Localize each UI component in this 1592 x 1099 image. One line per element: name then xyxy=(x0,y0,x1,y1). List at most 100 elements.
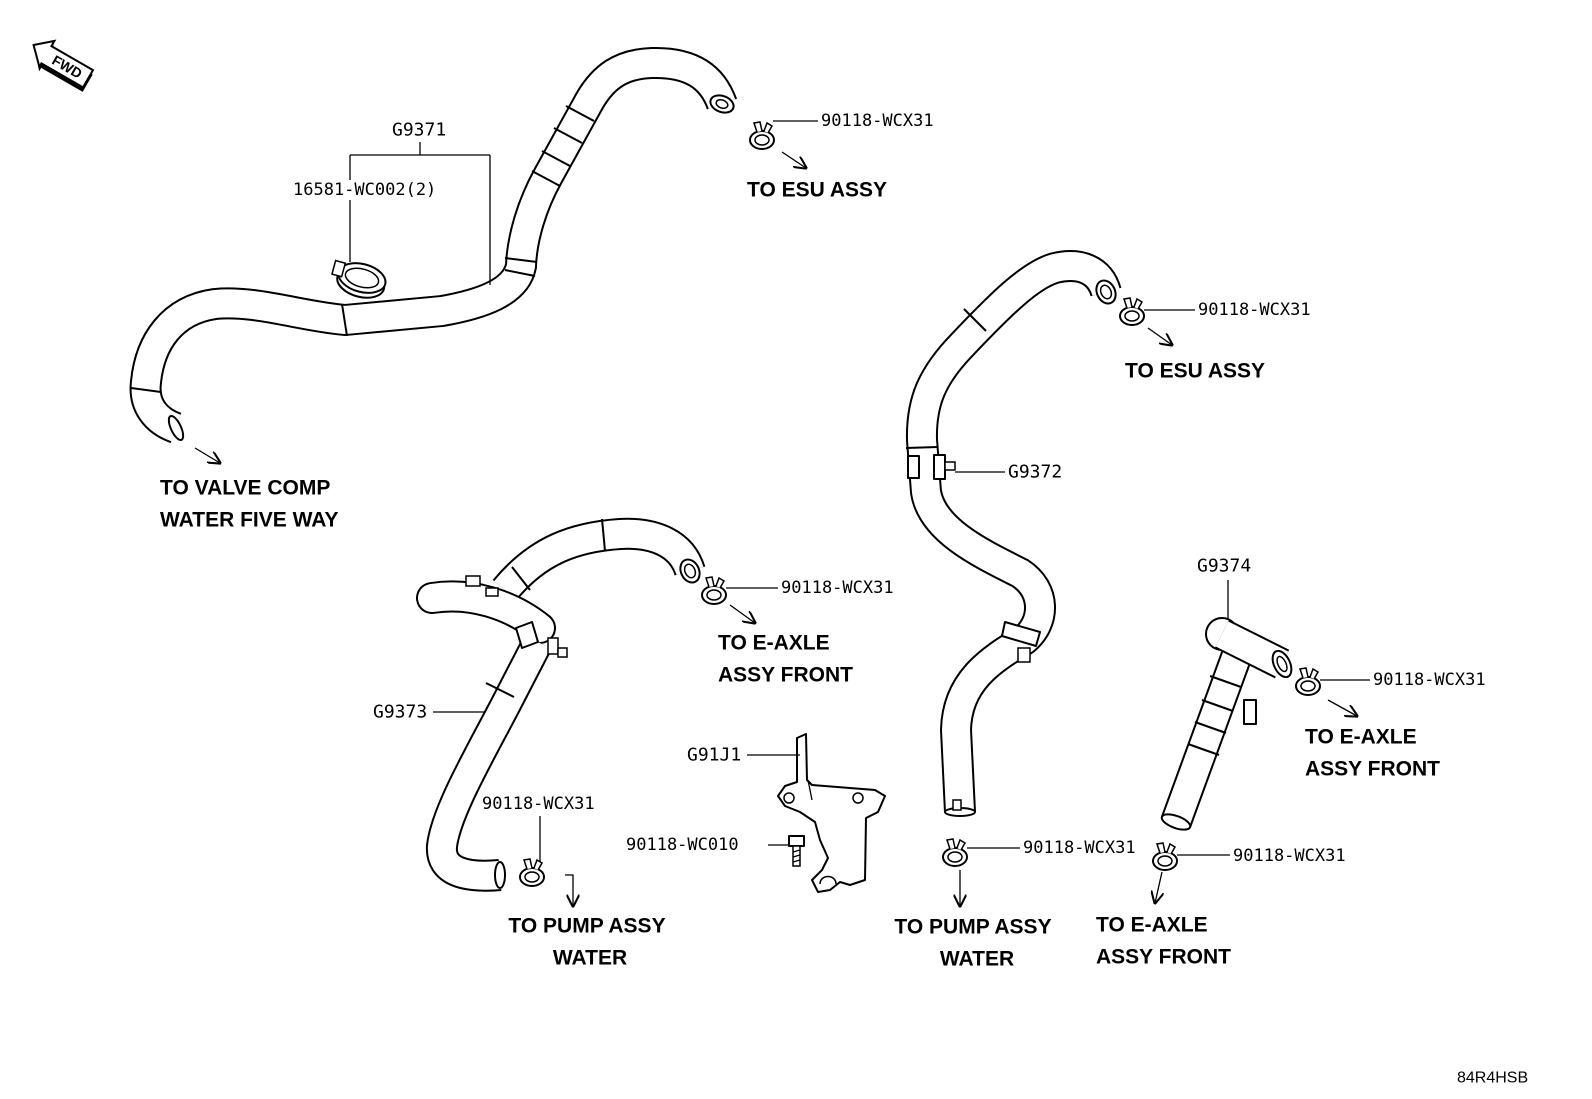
clamp-tab xyxy=(331,259,347,278)
hose-clip-icon xyxy=(942,838,968,867)
part-number-g9373: G9373 xyxy=(373,702,427,723)
destination-label: TO PUMP ASSY xyxy=(508,915,665,938)
hose-g9371 xyxy=(131,63,736,442)
joint-band xyxy=(504,269,536,277)
pipe-stub xyxy=(485,587,499,597)
leader-g9371 xyxy=(349,142,491,285)
direction-arrow xyxy=(1327,699,1357,716)
clamp-ring-inner xyxy=(344,267,380,289)
hose-opening xyxy=(167,415,185,441)
hose-g9374 xyxy=(1160,617,1295,833)
sleeve-band xyxy=(531,170,561,187)
sleeve-band xyxy=(1201,699,1234,712)
hose-fitting xyxy=(1017,647,1031,663)
direction-arrow xyxy=(1155,871,1162,903)
direction-arrow xyxy=(1147,327,1172,345)
hose-clip-icon xyxy=(749,121,775,150)
destination-label: WATER xyxy=(553,947,627,970)
reference-code: 84R4HSB xyxy=(1457,1070,1528,1087)
hose-body xyxy=(442,642,538,876)
bracket-hole xyxy=(852,792,864,804)
destination-label: TO PUMP ASSY xyxy=(894,916,1051,939)
segment-line xyxy=(601,518,606,552)
segment-line xyxy=(341,303,348,337)
destination-label: TO E-AXLE xyxy=(1096,914,1208,937)
bracket-slot xyxy=(819,875,837,885)
direction-arrow xyxy=(781,151,806,168)
hose-g9373 xyxy=(432,519,703,888)
bolt-thread xyxy=(792,849,801,853)
hose-clip-marker xyxy=(547,637,559,655)
destination-label: TO ESU ASSY xyxy=(747,179,887,202)
destination-label: TO E-AXLE xyxy=(718,632,830,655)
segment-line xyxy=(963,308,987,332)
hose-clip-stub xyxy=(944,461,956,471)
hose-clip-marker xyxy=(907,455,920,479)
joint-band xyxy=(504,257,538,263)
forward-arrow-body xyxy=(32,39,95,89)
sleeve-band xyxy=(565,105,595,122)
destination-label: WATER FIVE WAY xyxy=(160,509,339,532)
bracket-hole xyxy=(783,792,795,804)
clip-part-number: 90118-WCX31 xyxy=(1233,846,1346,866)
bracket-plate xyxy=(777,733,886,893)
hose-body xyxy=(1176,652,1238,822)
hose-clip-icon xyxy=(1295,667,1321,696)
hose-opening xyxy=(1160,813,1192,831)
clip-part-number: 90118-WCX31 xyxy=(1373,670,1486,690)
bolt-head xyxy=(788,835,805,847)
clip-part-number: 90118-WCX31 xyxy=(821,111,934,131)
part-number-g9374: G9374 xyxy=(1197,556,1251,577)
direction-arrow xyxy=(565,874,573,906)
bolt-thread xyxy=(792,854,801,858)
hose-clip-icon xyxy=(1119,297,1145,326)
bracket-fold xyxy=(807,779,813,801)
hose-g9372 xyxy=(906,266,1119,816)
sleeve-band xyxy=(541,150,571,167)
sleeve-band xyxy=(553,127,583,144)
hose-outline xyxy=(146,63,722,428)
clip-part-number: 90118-WCX31 xyxy=(1023,838,1136,858)
segment-line xyxy=(130,387,162,393)
direction-arrow xyxy=(729,604,755,623)
destination-label: ASSY FRONT xyxy=(718,664,853,687)
joint-band xyxy=(1001,621,1041,647)
hose-opening-inner xyxy=(1276,655,1288,673)
part-number-bolt: 90118-WC010 xyxy=(626,835,739,855)
destination-label: TO ESU ASSY xyxy=(1125,360,1265,383)
hose-clip-icon xyxy=(701,576,727,605)
hose-body xyxy=(922,266,1106,812)
sleeve-band xyxy=(1187,743,1220,756)
bracket-g91j1 xyxy=(777,733,886,893)
hose-opening-inner xyxy=(683,563,697,579)
hose-clip-marker xyxy=(515,621,539,649)
hose-clamp-icon xyxy=(331,259,387,299)
sleeve-band xyxy=(1194,721,1227,734)
hose-end-notch xyxy=(952,799,962,811)
clip-part-number: 90118-WCX31 xyxy=(781,578,894,598)
destination-label: ASSY FRONT xyxy=(1096,946,1231,969)
clip-part-number: 90118-WCX31 xyxy=(1198,300,1311,320)
hose-opening-inner xyxy=(715,98,729,110)
hose-body xyxy=(146,63,722,428)
segment-line xyxy=(905,446,939,449)
hose-opening-inner xyxy=(1099,284,1113,300)
hose-fitting xyxy=(557,647,568,658)
forward-arrow-icon: FWD xyxy=(32,39,95,92)
hose-clip-icon xyxy=(1152,842,1178,871)
hose-clip-icon xyxy=(519,858,545,887)
segment-line xyxy=(485,682,515,698)
pipe-stub xyxy=(465,575,481,587)
direction-arrow xyxy=(194,447,220,463)
part-number-g9372: G9372 xyxy=(1008,462,1062,483)
hose-opening xyxy=(494,861,506,889)
bolt-thread xyxy=(792,859,801,863)
part-number-clamp: 16581-WC002(2) xyxy=(293,180,436,200)
hose-fitting xyxy=(1243,699,1257,725)
destination-label: TO VALVE COMP xyxy=(160,477,330,500)
bolt-icon xyxy=(788,835,805,867)
sleeve-band xyxy=(1209,675,1242,688)
hose-clip-marker xyxy=(933,454,946,480)
destination-label: WATER xyxy=(940,948,1014,971)
